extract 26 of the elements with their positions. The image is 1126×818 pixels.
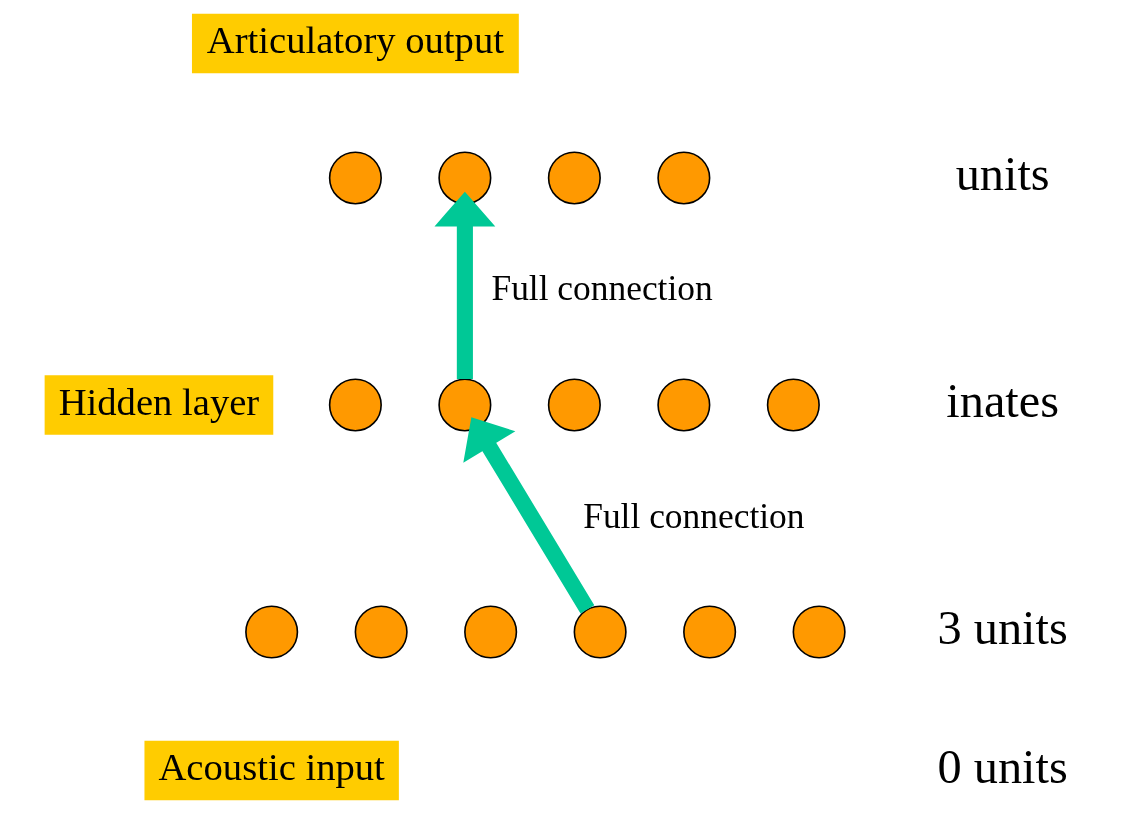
node-circle [792,605,846,659]
node-circle [328,151,382,205]
node-circle [437,151,491,205]
node-circle [656,151,710,205]
node-circle [463,605,517,659]
node-circle [328,378,382,432]
edge-label: Full connection [582,495,804,536]
node-circle [547,378,601,432]
node-box: Acoustic input [143,740,399,801]
arrow [462,417,594,614]
edge-label: Full connection [490,268,713,309]
node-box: Hidden layer [44,375,273,435]
node-circle [682,605,736,659]
node-circle [656,378,710,432]
node-box: Articulatory output [191,13,519,74]
label: units [955,147,1050,201]
node-circle [573,605,627,659]
label: inates [945,374,1059,428]
node-circle [244,605,298,659]
label: 3 units [937,601,1068,655]
arrow [433,191,495,379]
node-circle [766,378,820,432]
node-circle [547,151,601,205]
label: 0 units [937,739,1068,793]
node-circle [437,378,491,432]
node-circle [354,605,408,659]
